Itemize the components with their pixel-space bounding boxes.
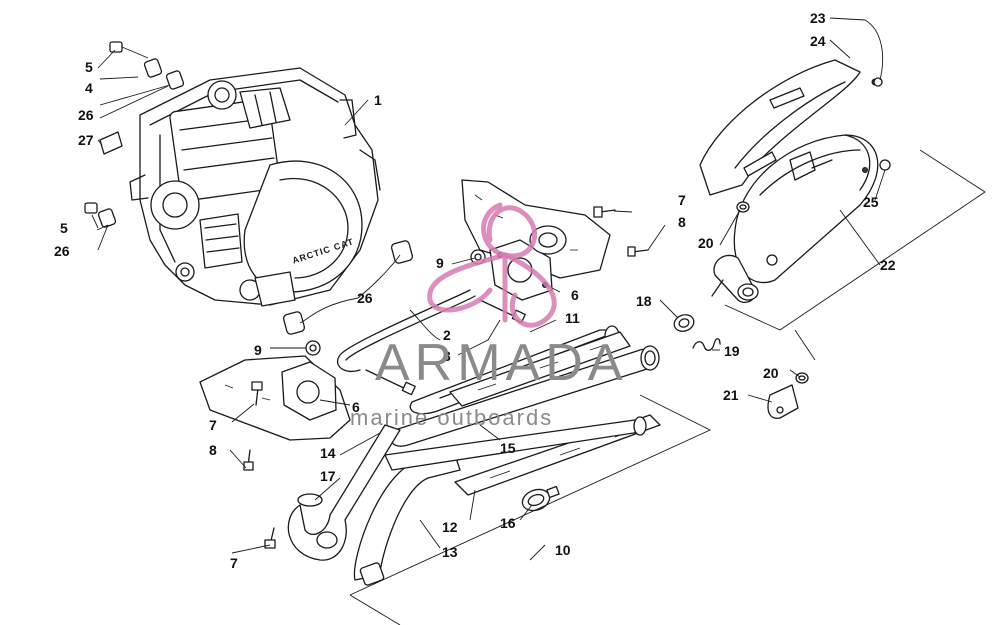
callout-8-upper: 8 [678, 214, 686, 230]
callout-23: 23 [810, 10, 826, 26]
callout-labels: 1 2 3 4 5 5 6 6 7 7 7 8 8 9 9 10 11 12 1… [54, 10, 896, 571]
lower-shield-bolt [251, 381, 263, 406]
upper-shield-screw [627, 246, 649, 257]
callout-11: 11 [565, 310, 580, 326]
callout-10: 10 [555, 542, 571, 558]
callout-3: 3 [443, 348, 451, 364]
shield-screw [873, 77, 883, 87]
upper-flange-nut [470, 249, 486, 265]
callout-19: 19 [724, 343, 740, 359]
callout-26-top: 26 [78, 107, 94, 123]
callout-13: 13 [442, 544, 458, 560]
header-group-bracket [349, 394, 712, 596]
callout-7-middle: 7 [209, 417, 217, 433]
muffler [733, 134, 879, 284]
callout-17: 17 [320, 468, 336, 484]
callout-18: 18 [636, 293, 652, 309]
callout-14: 14 [320, 445, 336, 461]
callout-6-upper: 6 [571, 287, 579, 303]
callout-20-upper: 20 [698, 235, 714, 251]
callout-12: 12 [442, 519, 458, 535]
header-gasket-ring [297, 493, 323, 507]
callout-22: 22 [880, 257, 896, 273]
shield-grommet [879, 159, 891, 171]
muffler-mount-group-bracket [794, 329, 816, 361]
lower-flange-nut [305, 340, 321, 356]
header-clamp-bolt [264, 527, 276, 549]
callout-4: 4 [85, 80, 93, 96]
callout-24: 24 [810, 33, 826, 49]
callout-9-upper: 9 [436, 255, 444, 271]
callout-15: 15 [500, 440, 516, 456]
muffler-bolt-upper [736, 201, 750, 213]
callout-7-upper: 7 [678, 192, 686, 208]
header-heat-shield-upper [449, 331, 631, 407]
header-clamp [521, 485, 560, 512]
lower-exhaust-flange-gasket [281, 361, 337, 421]
muffler-mount-bracket [767, 384, 799, 419]
muffler-tail-tab [711, 279, 724, 297]
callout-6-lower: 6 [352, 399, 360, 415]
seal-ring [673, 314, 695, 332]
front-header-bend [287, 424, 401, 561]
top-spacer [143, 58, 163, 78]
long-mounting-bolt [365, 369, 416, 396]
lower-grommet [282, 311, 306, 335]
callout-27: 27 [78, 132, 94, 148]
engine-decal [99, 131, 123, 155]
short-mounting-bolt [479, 299, 526, 324]
muffler-heat-shield [699, 59, 879, 196]
tension-spring [692, 338, 721, 351]
top-grommet [165, 70, 185, 90]
callout-20-lower: 20 [763, 365, 779, 381]
callout-21: 21 [723, 387, 739, 403]
callout-9-lower: 9 [254, 342, 262, 358]
callout-26-center: 26 [357, 290, 373, 306]
side-grommet [97, 208, 117, 228]
top-mount-bolt [109, 41, 149, 59]
mid-grommet [390, 240, 414, 264]
muffler-inlet-pipe [713, 254, 759, 304]
callout-7-lower: 7 [230, 555, 238, 571]
callout-5-side: 5 [60, 220, 68, 236]
engine-assembly: ARCTIC CAT [129, 67, 381, 307]
side-mount-bolt [84, 202, 98, 214]
callout-2: 2 [443, 327, 451, 343]
callout-8-lower: 8 [209, 442, 217, 458]
muffler-bolt-lower [795, 372, 809, 384]
callout-5-top: 5 [85, 59, 93, 75]
callout-1: 1 [374, 92, 382, 108]
upper-shield-bolt [593, 206, 616, 218]
muffler-group-bracket [724, 149, 986, 331]
callout-26-side: 26 [54, 243, 70, 259]
header-group-bracket-end [349, 594, 401, 625]
lower-header-tube [384, 416, 647, 471]
callout-16: 16 [500, 515, 516, 531]
upper-exhaust-port [529, 225, 567, 255]
callout-25: 25 [863, 194, 879, 210]
